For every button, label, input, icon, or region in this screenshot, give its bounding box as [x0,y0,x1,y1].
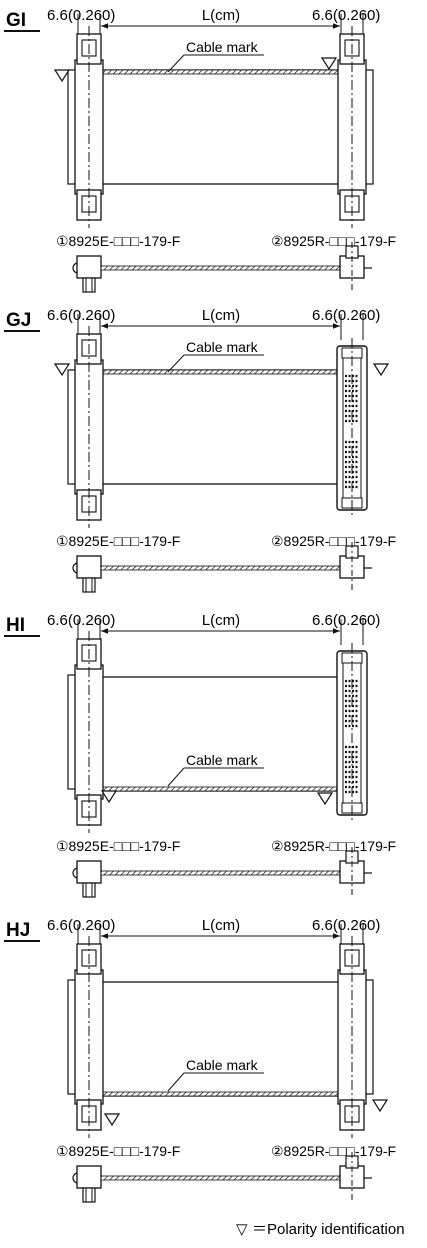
flat-cable [99,69,342,185]
right-dimension-label: 6.6(0.260) [312,307,380,324]
part-number-right: ②8925R-□□□-179-F [271,838,396,854]
polarity-mark-left [100,790,118,804]
side-view [72,1152,372,1203]
section-id: GJ [6,310,31,331]
right-connector [337,26,367,228]
polarity-mark-right [316,792,334,806]
cable-mark-label: Cable mark [186,752,259,768]
left-connector [74,326,104,528]
length-label: L(cm) [202,7,240,24]
cable-mark-stripe [99,69,342,75]
length-label: L(cm) [202,307,240,324]
section-hi: HI 6.6(0.260) L(cm) 6.6(0.260) Cable mark ①89… [4,612,396,898]
flat-cable [99,981,342,1097]
flat-cable [99,676,342,792]
legend-text: ＝Polarity identification [252,1221,405,1238]
left-dimension-label: 6.6(0.260) [47,7,115,24]
section-gj: GJ 6.6(0.260) L(cm) 6.6(0.260) Cable mark ①89… [4,307,396,593]
section-id: GI [6,10,26,31]
left-connector [74,936,104,1138]
legend-symbol: ▽ [236,1221,248,1238]
polarity-mark-right [371,1099,389,1113]
part-number-left: ①8925E-□□□-179-F [56,1143,180,1159]
right-dimension-label: 6.6(0.260) [312,612,380,629]
part-number-right: ②8925R-□□□-179-F [271,1143,396,1159]
polarity-mark-left [53,363,71,377]
cable-mark-stripe [99,1091,342,1097]
right-dimension-label: 6.6(0.260) [312,917,380,934]
polarity-mark-left [53,69,71,83]
cable-mark-label: Cable mark [186,1057,259,1073]
section-gi: GI 6.6(0.260) L(cm) 6.6(0.260) Cable mark ①89… [4,7,396,293]
part-number-left: ①8925E-□□□-179-F [56,233,180,249]
right-connector [337,936,367,1138]
part-number-right: ②8925R-□□□-179-F [271,533,396,549]
length-label: L(cm) [202,612,240,629]
cable-mark-stripe [99,369,342,375]
section-id: HI [6,615,25,636]
cable-mark-label: Cable mark [186,339,259,355]
left-connector [74,26,104,228]
side-view [72,242,372,293]
polarity-legend: ▽ ＝Polarity identification [236,1221,405,1238]
left-dimension-label: 6.6(0.260) [47,307,115,324]
flat-cable [99,369,342,485]
side-view [72,542,372,593]
right-dimension-label: 6.6(0.260) [312,7,380,24]
side-view [72,847,372,898]
left-dimension-label: 6.6(0.260) [47,612,115,629]
part-number-left: ①8925E-□□□-179-F [56,533,180,549]
part-number-right: ②8925R-□□□-179-F [271,233,396,249]
left-dimension-label: 6.6(0.260) [47,917,115,934]
cable-mark-stripe [99,786,342,792]
right-connector-header [336,643,368,823]
polarity-mark-right [372,363,390,377]
part-number-left: ①8925E-□□□-179-F [56,838,180,854]
section-id: HJ [6,920,30,941]
polarity-mark-left [103,1113,121,1127]
right-connector-header [336,338,368,518]
section-hj: HJ 6.6(0.260) L(cm) 6.6(0.260) Cable mark ①89… [4,917,396,1203]
cable-mark-label: Cable mark [186,39,259,55]
polarity-mark-right [320,57,338,71]
length-label: L(cm) [202,917,240,934]
left-connector [74,631,104,833]
